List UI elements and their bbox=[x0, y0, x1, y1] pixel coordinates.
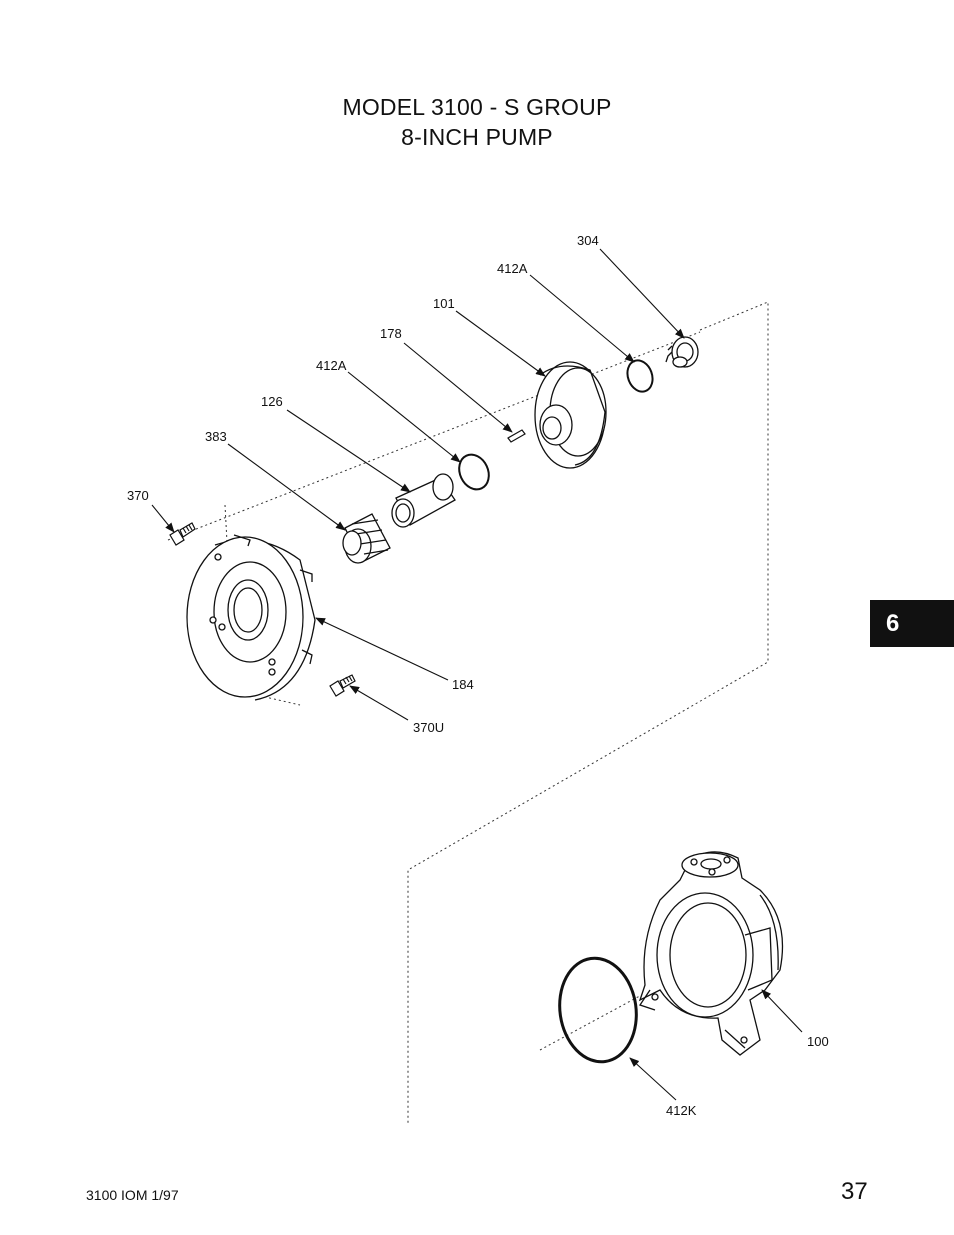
callout-178: 178 bbox=[380, 326, 402, 341]
pump-casing-100 bbox=[638, 851, 784, 1056]
callout-101: 101 bbox=[433, 296, 455, 311]
callout-184: 184 bbox=[452, 677, 474, 692]
section-tab-number: 6 bbox=[886, 610, 900, 637]
callout-370u: 370U bbox=[413, 720, 444, 735]
diagram-title-line1: MODEL 3100 - S GROUP bbox=[342, 94, 612, 120]
impeller-key-178 bbox=[507, 429, 526, 443]
callout-383: 383 bbox=[205, 429, 227, 444]
diagram-title-line2: 8-INCH PUMP bbox=[401, 124, 553, 150]
bolt-370 bbox=[169, 522, 196, 546]
o-ring-412k bbox=[558, 956, 638, 1064]
callout-126: 126 bbox=[261, 394, 283, 409]
callout-412k: 412K bbox=[666, 1103, 697, 1118]
mechanical-seal-383 bbox=[342, 513, 391, 564]
section-tab: 6 bbox=[870, 600, 954, 647]
stuffing-box-cover-184 bbox=[186, 534, 316, 701]
callout-100: 100 bbox=[807, 1034, 829, 1049]
leader-lines bbox=[151, 248, 803, 1101]
callout-412a-upper: 412A bbox=[497, 261, 528, 276]
callout-304: 304 bbox=[577, 233, 599, 248]
o-ring-412a-upper bbox=[626, 359, 654, 393]
footer-document-id: 3100 IOM 1/97 bbox=[86, 1187, 179, 1203]
bolt-370u bbox=[329, 674, 356, 697]
shaft-sleeve-126 bbox=[391, 473, 456, 528]
o-ring-412a-middle bbox=[458, 453, 490, 491]
callout-370: 370 bbox=[127, 488, 149, 503]
callout-412a-middle: 412A bbox=[316, 358, 347, 373]
impeller-101 bbox=[534, 361, 607, 469]
page-number: 37 bbox=[841, 1178, 868, 1205]
impeller-nut-304 bbox=[665, 336, 699, 368]
